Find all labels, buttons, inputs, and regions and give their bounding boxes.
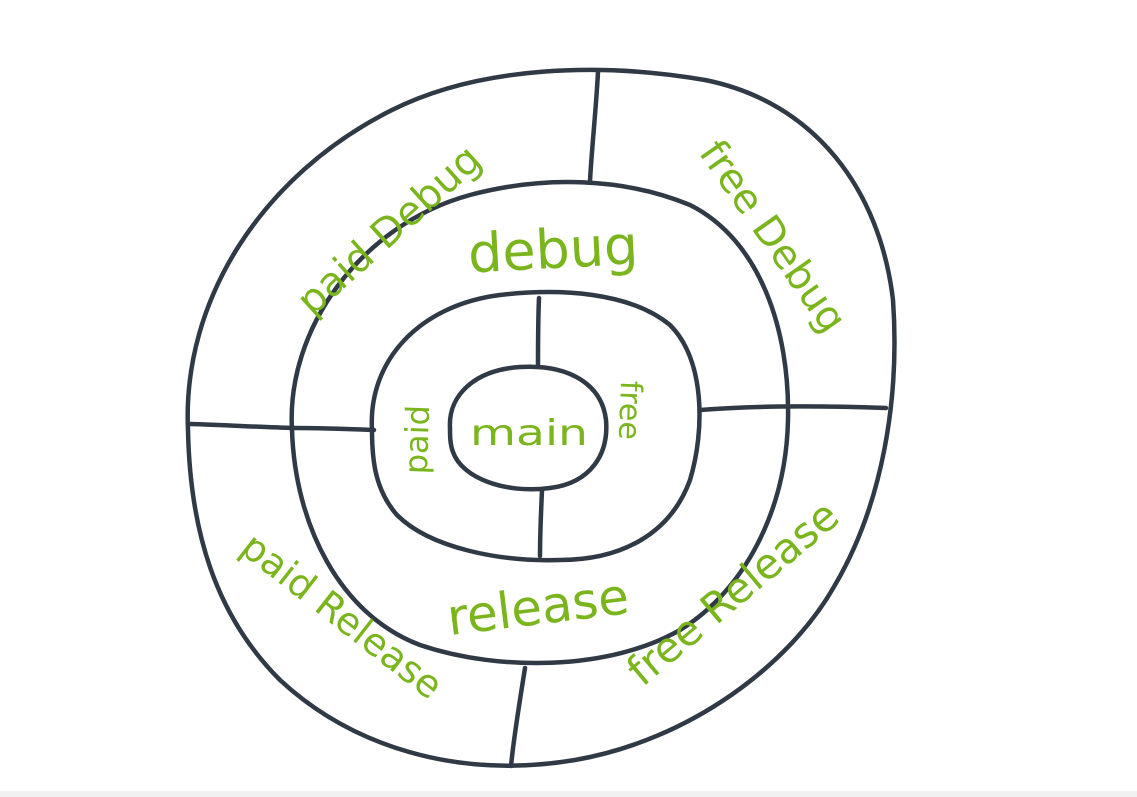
build-type-label-release: release [444, 567, 632, 647]
divider-inner-top [535, 295, 542, 369]
outer-ring [185, 67, 897, 768]
flavor-label-free: free [611, 380, 648, 440]
variant-label-free-release: free Release [617, 490, 848, 695]
variant-label-paid-release: paid Release [233, 524, 451, 708]
divider-outer-right [697, 404, 889, 413]
divider-outer-left [187, 421, 297, 431]
variant-label-paid-debug: paid Debug [288, 136, 490, 325]
flavor-label-paid: paid [397, 404, 437, 474]
build-type-label-debug: debug [466, 214, 639, 286]
middle-ring [289, 179, 791, 666]
bottom-edge-strip [0, 791, 1137, 797]
inner-ring [369, 289, 702, 563]
core-label-main: main [470, 413, 588, 454]
core-ring [447, 364, 609, 492]
divider-inner-bottom [537, 487, 545, 559]
divider-outer-top [587, 69, 601, 184]
divider-outer-bottom [508, 665, 528, 769]
divider-inner-left [291, 425, 377, 433]
